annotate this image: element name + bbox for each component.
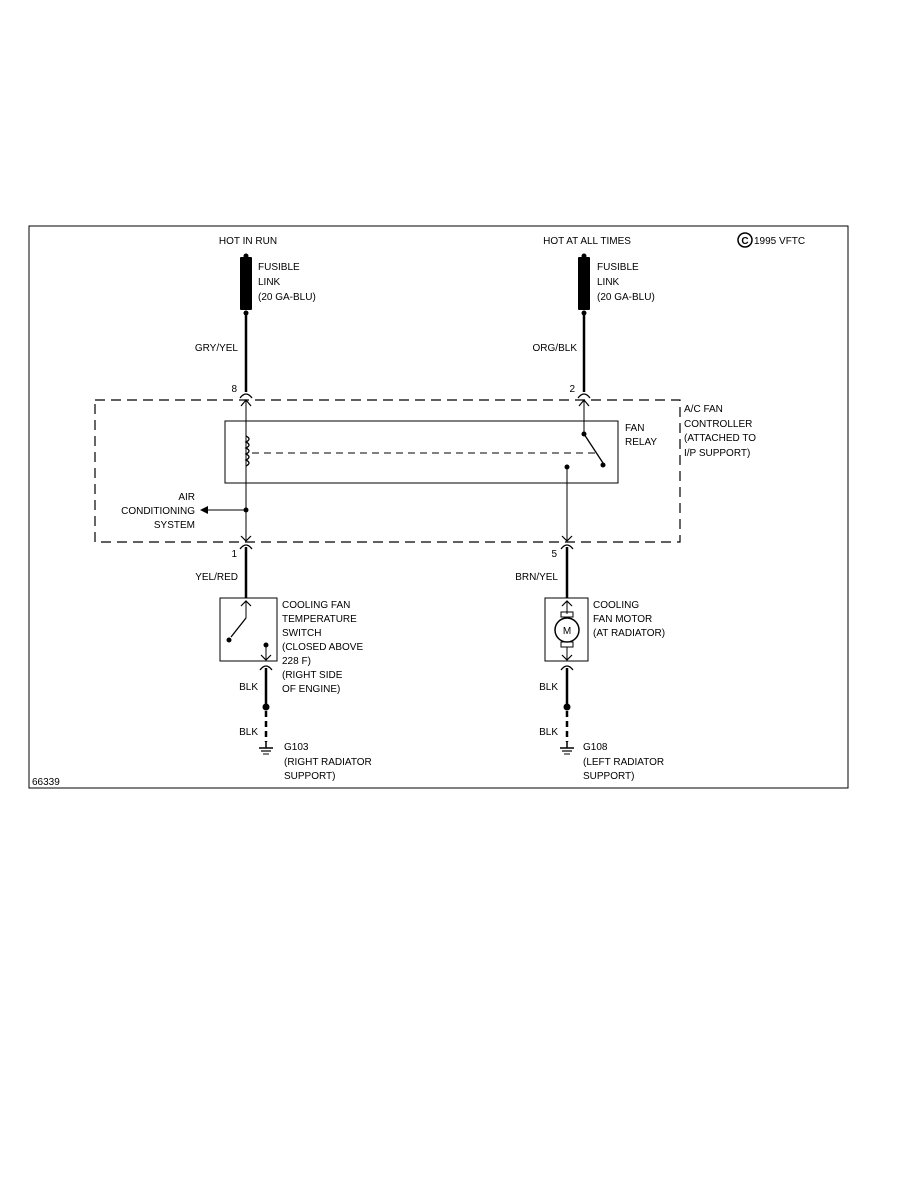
left-connector-bottom-arrow: [240, 535, 252, 542]
switch-label-1: COOLING FAN: [282, 600, 350, 611]
right-fuse-label-3: (20 GA-BLU): [597, 292, 655, 303]
left-connector-top-icon: [239, 393, 253, 399]
right-ground-connector-icon: [560, 665, 574, 671]
right-fusible-link-icon: [578, 257, 590, 310]
motor-out-arrow: [561, 654, 573, 661]
left-ground-label-2: (RIGHT RADIATOR: [284, 757, 372, 768]
motor-brush-top: [560, 611, 574, 618]
motor-symbol: M: [563, 626, 571, 637]
right-splice-node: [563, 703, 571, 711]
right-fuse-label-2: LINK: [597, 277, 620, 288]
relay-label-1: FAN: [625, 423, 644, 434]
left-pin-top: 8: [231, 384, 237, 395]
copyright-symbol: C: [741, 236, 748, 247]
motor-label-1: COOLING: [593, 600, 639, 611]
left-ground-connector-icon: [259, 665, 273, 671]
left-ground-label-1: G103: [284, 742, 309, 753]
fan-motor-box: [544, 597, 589, 662]
right-pin-bottom: 5: [551, 549, 557, 560]
switch-label-4: (CLOSED ABOVE: [282, 642, 363, 653]
copyright-text: 1995 VFTC: [754, 236, 805, 247]
temp-switch-out-arrow: [260, 654, 272, 661]
left-splice-node: [262, 703, 270, 711]
right-fuse-label-1: FUSIBLE: [597, 262, 639, 273]
switch-label-6: (RIGHT SIDE: [282, 670, 343, 681]
controller-label-4: I/P SUPPORT): [684, 448, 750, 459]
right-ground-wire-label-1: BLK: [539, 682, 558, 693]
left-fuse-label-2: LINK: [258, 277, 281, 288]
controller-label-3: (ATTACHED TO: [684, 433, 756, 444]
left-fuse-label-1: FUSIBLE: [258, 262, 300, 273]
left-power-label: HOT IN RUN: [219, 236, 277, 247]
right-wire-top-label: ORG/BLK: [533, 343, 578, 354]
left-pin-bottom: 1: [231, 549, 237, 560]
left-fuse-label-3: (20 GA-BLU): [258, 292, 316, 303]
right-ground-wire-label-2: BLK: [539, 727, 558, 738]
relay-switch-arm-icon: [583, 433, 604, 464]
right-power-label: HOT AT ALL TIMES: [543, 236, 631, 247]
temp-switch-contact-1: [226, 637, 232, 643]
left-connector-bottom-icon: [239, 544, 253, 550]
left-ground-wire-label-2: BLK: [239, 727, 258, 738]
motor-label-3: (AT RADIATOR): [593, 628, 665, 639]
switch-label-3: SWITCH: [282, 628, 321, 639]
ac-label-3: SYSTEM: [154, 520, 195, 531]
ac-label-2: CONDITIONING: [121, 506, 195, 517]
left-ground-wire-label-1: BLK: [239, 682, 258, 693]
right-connector-bottom-arrow: [561, 535, 573, 542]
left-wire-bottom-label: YEL/RED: [195, 572, 238, 583]
fan-relay-box: [224, 420, 619, 484]
switch-label-7: OF ENGINE): [282, 684, 340, 695]
controller-label-2: CONTROLLER: [684, 419, 752, 430]
ac-branch-arrow-icon: [200, 506, 208, 514]
switch-label-2: TEMPERATURE: [282, 614, 357, 625]
relay-coil-icon: [244, 435, 250, 467]
relay-label-2: RELAY: [625, 437, 657, 448]
copyright-icon: [737, 232, 753, 248]
ac-label-1: AIR: [178, 492, 195, 503]
left-fusible-link-icon: [240, 257, 252, 310]
relay-contact-bottom: [600, 462, 606, 468]
right-connector-top-icon: [577, 393, 591, 399]
temp-switch-arm-icon: [230, 617, 247, 638]
right-ground-label-2: (LEFT RADIATOR: [583, 757, 664, 768]
right-pin-top: 2: [569, 384, 575, 395]
right-ground-label-3: SUPPORT): [583, 771, 635, 782]
figure-id: 66339: [32, 777, 60, 788]
switch-label-5: 228 F): [282, 656, 311, 667]
right-connector-bottom-icon: [560, 544, 574, 550]
controller-label-1: A/C FAN: [684, 404, 723, 415]
ac-fan-controller-box: [94, 399, 681, 543]
right-ground-label-1: G108: [583, 742, 608, 753]
left-ground-label-3: SUPPORT): [284, 771, 336, 782]
copyright-mark: C 1995 VFTC: [737, 232, 805, 248]
diagram-frame: [28, 225, 849, 789]
motor-label-2: FAN MOTOR: [593, 614, 652, 625]
temperature-switch-box: [219, 597, 278, 662]
left-wire-top-label: GRY/YEL: [195, 343, 239, 354]
right-wire-bottom-label: BRN/YEL: [515, 572, 558, 583]
